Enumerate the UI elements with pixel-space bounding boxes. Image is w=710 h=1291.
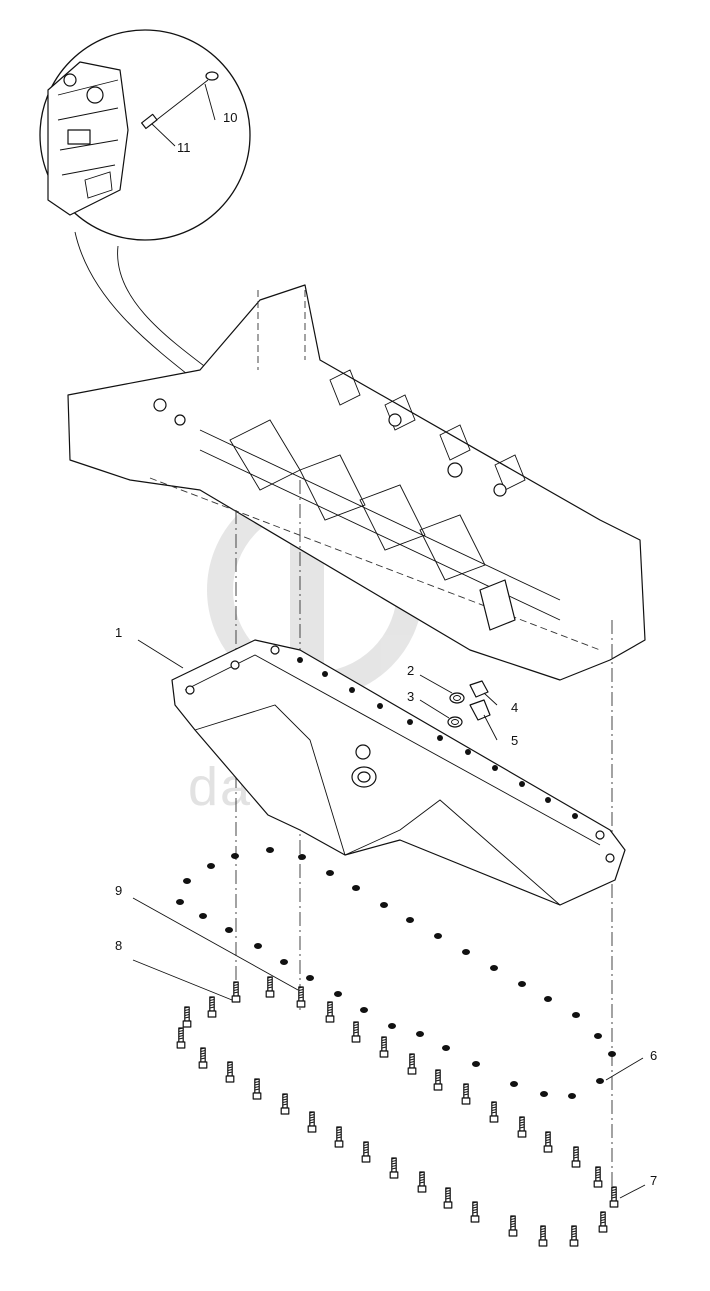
seal-ring-3 [447, 716, 463, 728]
engine-block-detail [47, 61, 129, 216]
bolt [334, 1126, 344, 1148]
bolt [489, 1101, 499, 1123]
bolt [176, 1027, 186, 1049]
callout-6: 6 [650, 1048, 657, 1063]
engine-block [67, 284, 646, 681]
oil-pan-flange-holes [297, 657, 578, 819]
callout-9: 9 [115, 883, 122, 898]
bolt [280, 1093, 290, 1115]
bolt [609, 1186, 619, 1208]
callout-7: 7 [650, 1173, 657, 1188]
callout-1: 1 [115, 625, 122, 640]
bolt [571, 1146, 581, 1168]
bolt [470, 1201, 480, 1223]
callout-5: 5 [511, 733, 518, 748]
bolt [443, 1187, 453, 1209]
bolt [225, 1061, 235, 1083]
bolt [252, 1078, 262, 1100]
detail-view [39, 29, 251, 393]
callout-2: 2 [407, 663, 414, 678]
bolt [417, 1171, 427, 1193]
bolt [593, 1166, 603, 1188]
bolt [379, 1036, 389, 1058]
bolt [182, 1006, 192, 1028]
callout-8: 8 [115, 938, 122, 953]
dipstick [141, 71, 219, 130]
bolt [389, 1157, 399, 1179]
callout-10: 10 [223, 110, 237, 125]
oil-pan [171, 639, 626, 906]
bolt [517, 1116, 527, 1138]
bolt [296, 986, 306, 1008]
bolt [325, 1001, 335, 1023]
bolt [307, 1111, 317, 1133]
callout-4: 4 [511, 700, 518, 715]
leader-lines [132, 83, 646, 1199]
bolt [351, 1021, 361, 1043]
plug-5 [469, 699, 491, 721]
bolt [207, 996, 217, 1018]
washer-set [176, 847, 616, 1099]
bolt [361, 1141, 371, 1163]
bolt-set [176, 976, 619, 1247]
bolt [543, 1131, 553, 1153]
callout-11: 11 [177, 140, 191, 155]
bolt [461, 1083, 471, 1105]
plug-4 [469, 680, 489, 698]
bolt [407, 1053, 417, 1075]
bolt [508, 1215, 518, 1237]
bolt [538, 1225, 548, 1247]
bolt [265, 976, 275, 998]
bolt [231, 981, 241, 1003]
bolt [569, 1225, 579, 1247]
callout-3: 3 [407, 689, 414, 704]
bolt [433, 1069, 443, 1091]
callout-labels: 1 2 3 4 5 6 7 8 9 10 11 [115, 110, 657, 1188]
seal-ring-2 [449, 692, 465, 704]
bolt [598, 1211, 608, 1233]
bolt [198, 1047, 208, 1069]
